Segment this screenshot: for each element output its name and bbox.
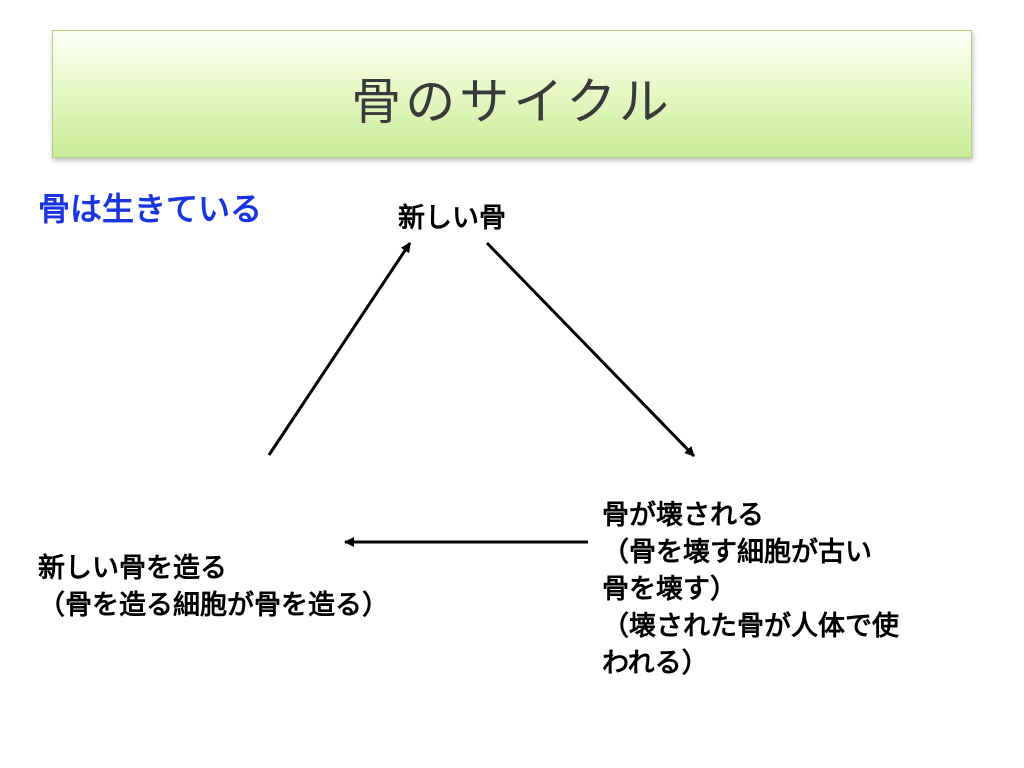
node-bone-formation-line-2: （骨を造る細胞が骨を造る） xyxy=(38,590,389,621)
node-bone-resorption-line-4: （壊された骨が人体で使 xyxy=(602,611,899,642)
title-banner: 骨のサイクル xyxy=(52,30,972,158)
node-bone-resorption-line-2: （骨を壊す細胞が古い xyxy=(602,537,872,568)
slide-subtitle: 骨は生きている xyxy=(38,190,263,228)
node-bone-resorption-line-1: 骨が壊される xyxy=(602,500,764,531)
node-bone-formation-line-1: 新しい骨を造る xyxy=(38,553,227,584)
node-bone-resorption-line-5: われる） xyxy=(602,648,709,679)
slide-title: 骨のサイクル xyxy=(351,73,673,131)
node-bone-resorption: 骨が壊される （骨を壊す細胞が古い 骨を壊す） （壊された骨が人体で使 われる） xyxy=(602,497,899,682)
arrow-formation-to-new-bone xyxy=(267,242,412,456)
node-new-bone-line-1: 新しい骨 xyxy=(398,203,506,234)
node-bone-formation: 新しい骨を造る （骨を造る細胞が骨を造る） xyxy=(38,550,389,624)
node-bone-resorption-line-3: 骨を壊す） xyxy=(602,574,737,605)
arrow-new-bone-to-resorption xyxy=(485,241,696,458)
node-new-bone: 新しい骨 xyxy=(398,200,506,237)
